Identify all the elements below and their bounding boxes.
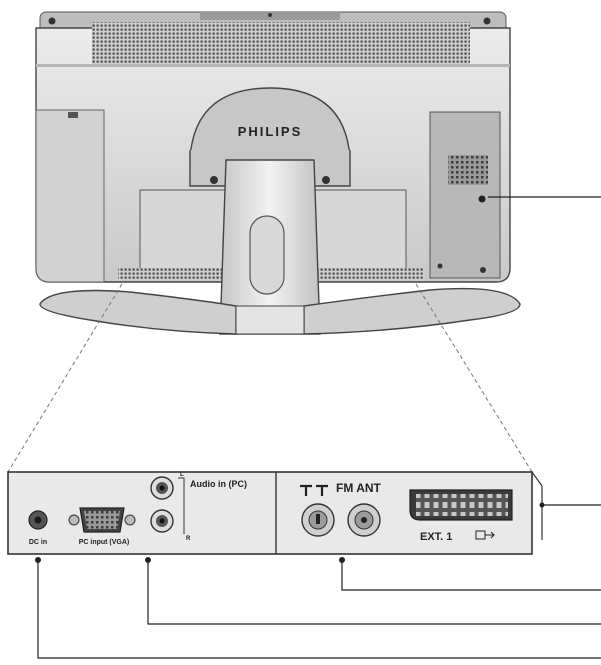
speaker-compartment xyxy=(429,111,501,279)
vga-port xyxy=(68,507,136,533)
tv-rear-body: PHILIPS xyxy=(35,11,521,335)
brand-logo: PHILIPS xyxy=(238,124,303,139)
leader-line-dc xyxy=(37,560,601,659)
stand-base-right xyxy=(303,287,521,335)
cable-slot xyxy=(249,215,285,295)
leader-lines xyxy=(35,502,601,659)
zoom-guide-left xyxy=(7,283,123,473)
antenna-symbol-icon xyxy=(300,484,328,496)
stand-base-left xyxy=(39,289,237,335)
top-vent-grille xyxy=(92,22,470,64)
pc-input-label: PC input (VGA) xyxy=(79,539,130,546)
screw-icon xyxy=(210,176,218,184)
zoom-guide-right xyxy=(415,283,533,473)
ext1-label: EXT. 1 xyxy=(420,531,452,543)
dc-in-label: DC in xyxy=(29,539,47,546)
screw-icon xyxy=(483,17,491,25)
audio-l-label: L xyxy=(180,472,184,478)
screw-icon xyxy=(478,195,486,203)
connector-panel: DC in PC input (VGA) Audio in (PC) L R F… xyxy=(7,471,543,555)
leader-line-pc xyxy=(147,560,601,625)
scart-ext1-port xyxy=(409,489,513,521)
audio-in-label: Audio in (PC) xyxy=(190,479,247,489)
screw-icon xyxy=(48,17,56,25)
leader-line-antenna xyxy=(341,560,601,591)
audio-r-label: R xyxy=(186,536,191,542)
screw-icon xyxy=(322,176,330,184)
scart-arrow-icon xyxy=(475,530,495,540)
fm-ant-label: FM ANT xyxy=(336,481,382,495)
